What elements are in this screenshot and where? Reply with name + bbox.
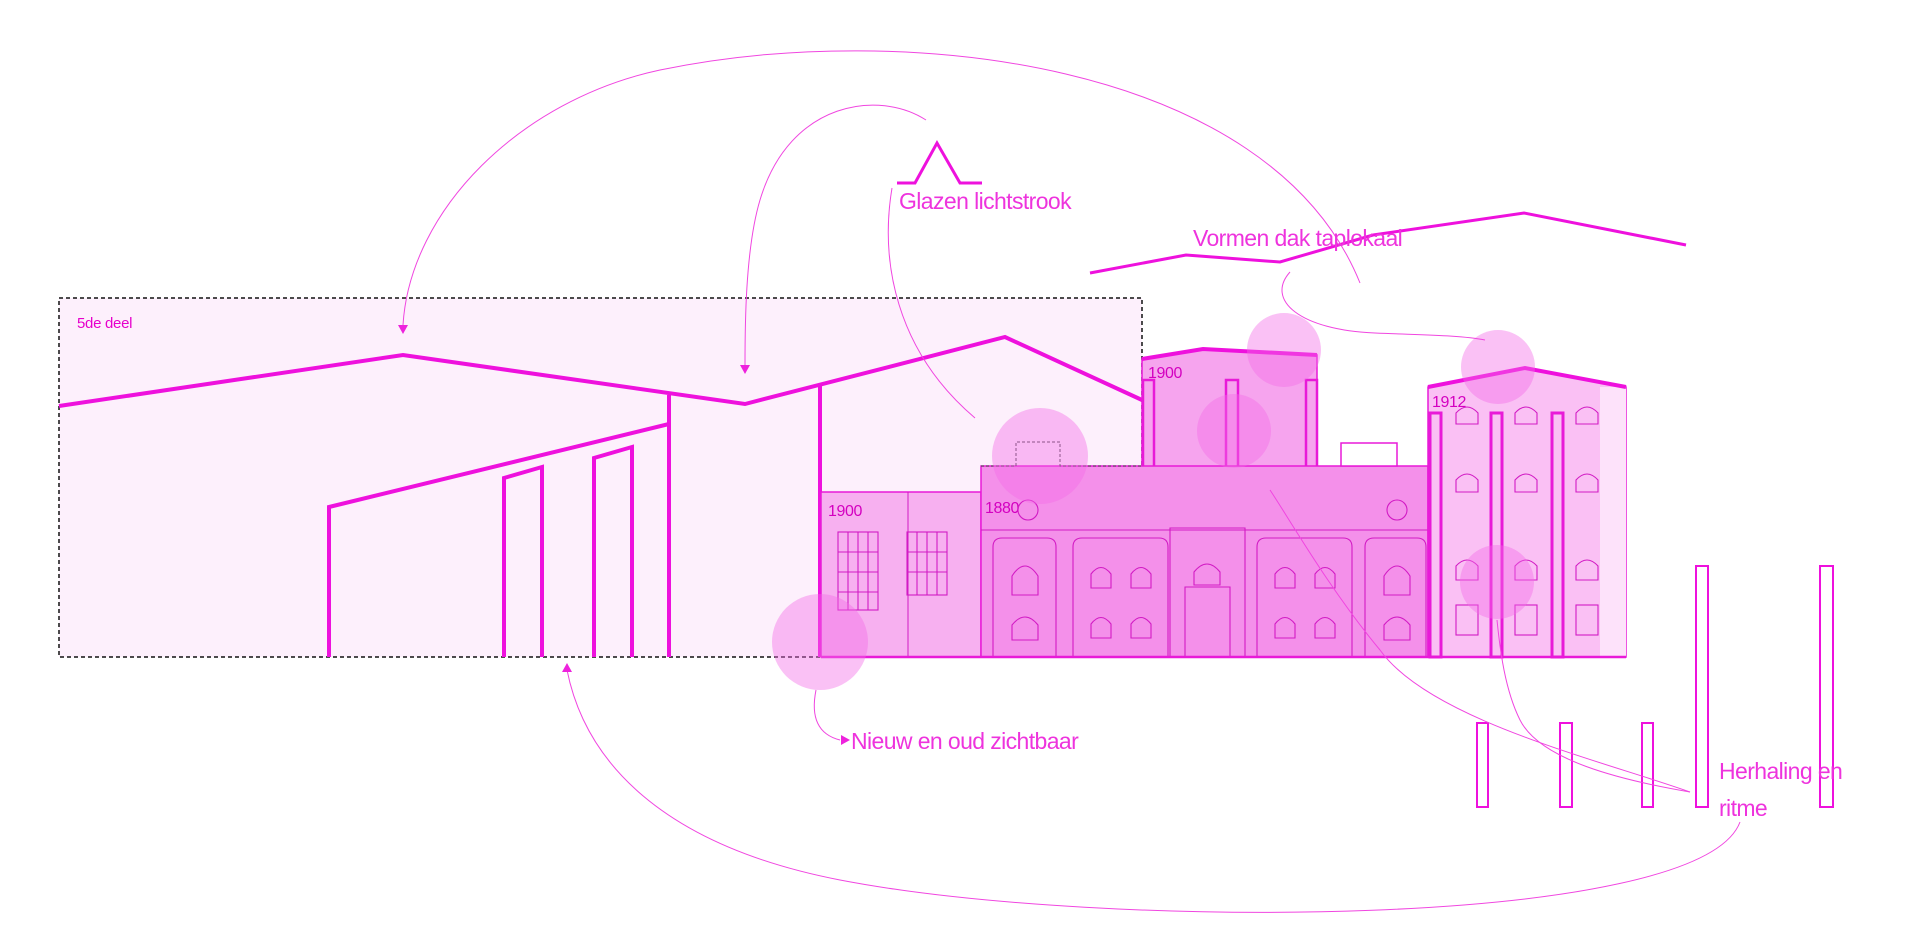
small-arched-windows: [1090, 566, 1336, 639]
annotation-labels: Glazen lichtstrook Vormen dak taplokaal …: [851, 188, 1843, 821]
highlight-bubble: [1460, 545, 1534, 619]
arrow-repetition-bottom: [566, 669, 1741, 913]
main-hall-top-dashed: [981, 441, 1142, 467]
rhythm-bar: [1559, 722, 1573, 808]
right-wing-year: 1912: [1432, 394, 1466, 411]
inner-frame: [502, 464, 544, 657]
right-wing-windows: [1455, 406, 1599, 636]
arrow-roof-shapes: [1281, 271, 1486, 341]
left-wing-window: [906, 531, 948, 596]
rhythm-bar: [1695, 565, 1709, 808]
arrowhead-icon: [398, 325, 408, 334]
arrowhead-icon: [740, 365, 750, 374]
arrow-new-old: [813, 689, 841, 741]
highlight-bubble: [1247, 313, 1321, 387]
repetition-label-line2: ritme: [1719, 795, 1767, 821]
inner-roof-slope: [327, 422, 670, 657]
repetition-label-line1: Herhaling en: [1719, 758, 1842, 784]
inner-frame: [592, 444, 634, 657]
rhythm-bar: [1819, 565, 1834, 808]
roof-shapes-label: Vormen dak taplokaal: [1193, 225, 1402, 251]
roof-shape-icons: [897, 139, 1687, 275]
fifth-part-label: 5de deel: [77, 315, 132, 332]
tower-roofline: [1141, 346, 1318, 361]
new-old-label: Nieuw en oud zichtbaar: [851, 728, 1079, 754]
highlight-bubble: [1461, 330, 1535, 404]
arrow-glass-strip-to-roof: [744, 104, 927, 366]
annotation-arrows: [398, 50, 1741, 913]
left-wing-window: [837, 531, 879, 611]
left-wing-year: 1900: [828, 503, 862, 520]
rhythm-bar: [1641, 722, 1654, 808]
highlight-bubble: [992, 408, 1088, 504]
rosette-icon: [1386, 499, 1408, 521]
arrow-glass-strip-to-lantern: [887, 187, 976, 419]
glass-strip-roof-icon: [897, 139, 982, 185]
right-wing-shade: [1600, 387, 1626, 657]
main-hall-chimney-block: [1340, 442, 1398, 467]
taproom-roof-icon: [1089, 211, 1687, 275]
arrow-repetition-up: [1269, 489, 1691, 793]
highlight-bubbles: [772, 313, 1535, 690]
new-hall-outline: [58, 334, 1143, 657]
main-hall-year: 1880: [985, 500, 1019, 517]
highlight-bubble: [1197, 394, 1271, 468]
arrow-repetition-window: [1496, 619, 1691, 793]
right-wing-roofline: [1427, 365, 1627, 389]
rhythm-bar: [1476, 722, 1489, 808]
rhythm-bars: [1476, 565, 1834, 808]
rosette-icon: [1017, 499, 1039, 521]
old-building-complex: 1900 1900 1880: [820, 346, 1627, 659]
highlight-bubble: [772, 594, 868, 690]
arrow-fifth-part-top: [402, 50, 1361, 326]
new-hall-roofline: [58, 334, 1143, 408]
glass-strip-label: Glazen lichtstrook: [899, 188, 1072, 214]
arrowhead-icon: [841, 735, 850, 745]
tower-year: 1900: [1148, 365, 1182, 382]
arrowhead-icon: [562, 663, 572, 672]
facade-bays: [992, 527, 1427, 657]
